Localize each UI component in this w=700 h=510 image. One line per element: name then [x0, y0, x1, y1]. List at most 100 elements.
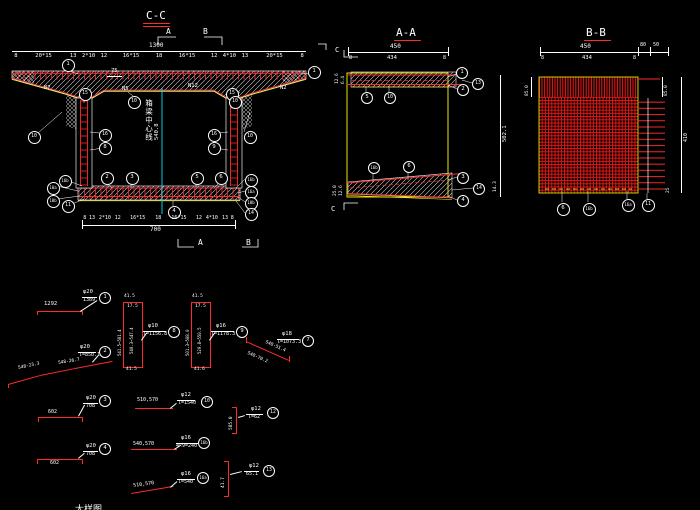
aa-dim-right-bot: 14.3 [493, 181, 498, 192]
detail-16b-len: 4×9=240 [176, 443, 198, 449]
detail-8-rule [143, 331, 166, 332]
detail-12-leader [238, 415, 246, 418]
cc-centerline-label: 箱梁中心线 [144, 99, 154, 142]
detail-12-tick-bot [232, 433, 237, 434]
bb-left-dim-line [531, 77, 532, 97]
bb-top-tick-1 [540, 47, 541, 56]
aa-dim-left-top-1: 12.6 [335, 73, 340, 84]
aa-callout-14: 14 [473, 183, 485, 195]
bb-callout-6: 6 [556, 202, 570, 216]
cc-top-dim-segments-item: 8 [300, 53, 304, 59]
detail-1-rule [82, 297, 97, 298]
detail-3-len: 708 [86, 403, 96, 409]
cc-bottom-dim-segments-item: 18 [155, 215, 162, 221]
detail-4-callout: 4 [99, 443, 111, 455]
detail-1-hook-r [82, 311, 83, 315]
detail-8-dia: φ10 [148, 323, 158, 329]
detail-8-dim-top: 41.5 [124, 294, 135, 299]
cc-callout-15-left: 15 [78, 87, 92, 101]
cc-bottom-slab-rebar-ticks [79, 187, 239, 199]
cc-bottom-dim-segments-item: 12 [195, 215, 202, 221]
detail-8-dim-bottom: 41.5 [126, 367, 137, 372]
cc-bottom-dim-segments-item: 4*10 [205, 215, 218, 221]
detail-8-stirrup [123, 302, 143, 368]
cc-top-dim-segments-item: 12 [100, 53, 108, 59]
detail-3-leader [78, 405, 85, 417]
cc-callout-3: 3 [125, 171, 139, 185]
cc-top-dim-segments-item: 20*15 [35, 53, 52, 59]
aa-callout-2: 2 [457, 84, 469, 96]
cc-bottom-dim-segments-item: 2*10 [98, 215, 111, 221]
detail-9-dim-inner: 17.5 [195, 304, 206, 309]
aa-callout-6: 6 [403, 161, 415, 173]
cc-callout-16b-bl: 16b [58, 174, 72, 188]
detail-3-dim: 602 [48, 409, 58, 415]
cc-callout-8-web-left: 8 [98, 141, 112, 155]
bb-rebar-mesh [539, 97, 638, 193]
cc-top-dim-segments-item: 16*15 [178, 53, 196, 59]
detail-13-len: 65.1 [246, 471, 259, 477]
bb-dim-8-right: 8 [633, 55, 637, 61]
bb-dim-50: 50 [653, 42, 660, 48]
cc-bar-label-n7: N7 [44, 85, 51, 91]
cc-callout-10b-bl: 10b [46, 194, 60, 208]
cc-bottom-dim-segments-item: 8 [83, 215, 87, 221]
cc-cut-a-top-label: A [166, 27, 171, 36]
detail-3-dia: φ20 [86, 395, 96, 401]
detail-9-dia: φ16 [216, 323, 226, 329]
detail-2-seg2 [40, 368, 76, 376]
cc-bottom-dim-segments-item: 16*15 [171, 215, 187, 221]
cc-callout-9-web-right: 9 [207, 141, 221, 155]
bb-top-dim-ext [638, 52, 668, 53]
detail-4-dia: φ20 [86, 443, 96, 449]
detail-3-hook-r [82, 417, 83, 422]
cc-haunch-hatch-left [66, 95, 78, 130]
aa-dim-left-bot-2: 12.6 [339, 185, 344, 196]
detail-7-hook-r [289, 356, 290, 362]
cc-callout-10a-bl: 10a [46, 181, 60, 195]
sheet-caption: 大样图 [75, 505, 103, 510]
detail-16b-callout: 16b [198, 437, 210, 449]
aa-height-dim: 502.1 [502, 125, 508, 142]
aa-callout-5: 5 [361, 92, 373, 104]
cc-bar-label-n2: N2 [280, 85, 287, 91]
aa-section-drawing [343, 50, 463, 210]
aa-dim-left-bot-1: 25.0 [333, 185, 338, 196]
cc-top-dim-line [12, 51, 306, 52]
detail-4-bar [37, 459, 82, 461]
detail-10-dim: 510,570 [137, 397, 159, 403]
cc-callout-16-web-right: 16 [207, 128, 221, 142]
aa-cut-c-top-label: C [335, 46, 340, 54]
detail-13-callout: 13 [263, 465, 275, 477]
aa-callout-4: 4 [457, 195, 469, 207]
cc-callout-11-bl: 11 [61, 199, 75, 213]
cc-cut-a-top-mark [157, 36, 176, 45]
detail-1-bar [37, 311, 83, 313]
detail-16b-dim: 540,570 [133, 441, 155, 447]
bb-top-tick-4 [668, 47, 669, 56]
detail-9-stirrup [191, 302, 211, 368]
aa-callout-13: 13 [472, 78, 484, 90]
aa-cut-c-bottom-label: C [331, 205, 336, 213]
detail-1-callout: 1 [99, 292, 111, 304]
detail-9-dim-top: 41.5 [192, 294, 203, 299]
detail-13-dia: φ12 [249, 463, 259, 469]
detail-1-dim: 1292 [44, 301, 58, 307]
detail-9-dim-bottom: 41.6 [194, 367, 205, 372]
cc-callout-16-web-left: 16 [98, 128, 112, 142]
cc-bottom-dim-tick-r [235, 220, 236, 229]
detail-10-dia: φ12 [181, 392, 191, 398]
detail-10-callout: 10 [201, 396, 213, 408]
detail-1-dia: φ20 [83, 289, 93, 295]
detail-16a-dim: 510,570 [132, 480, 155, 489]
cc-web-left-stirrups [80, 100, 88, 186]
aa-top-dim-total: 450 [390, 43, 401, 50]
cc-callout-1-left: 1 [61, 58, 75, 72]
aa-right-dim-line [500, 75, 501, 197]
cc-haunch-hatch-right [240, 95, 252, 130]
detail-4-leader [78, 453, 85, 459]
bb-top-dim-total: 450 [580, 43, 591, 50]
bb-dim-right-25: 25 [666, 187, 671, 193]
aa-cut-c-bottom-mark [343, 202, 358, 210]
